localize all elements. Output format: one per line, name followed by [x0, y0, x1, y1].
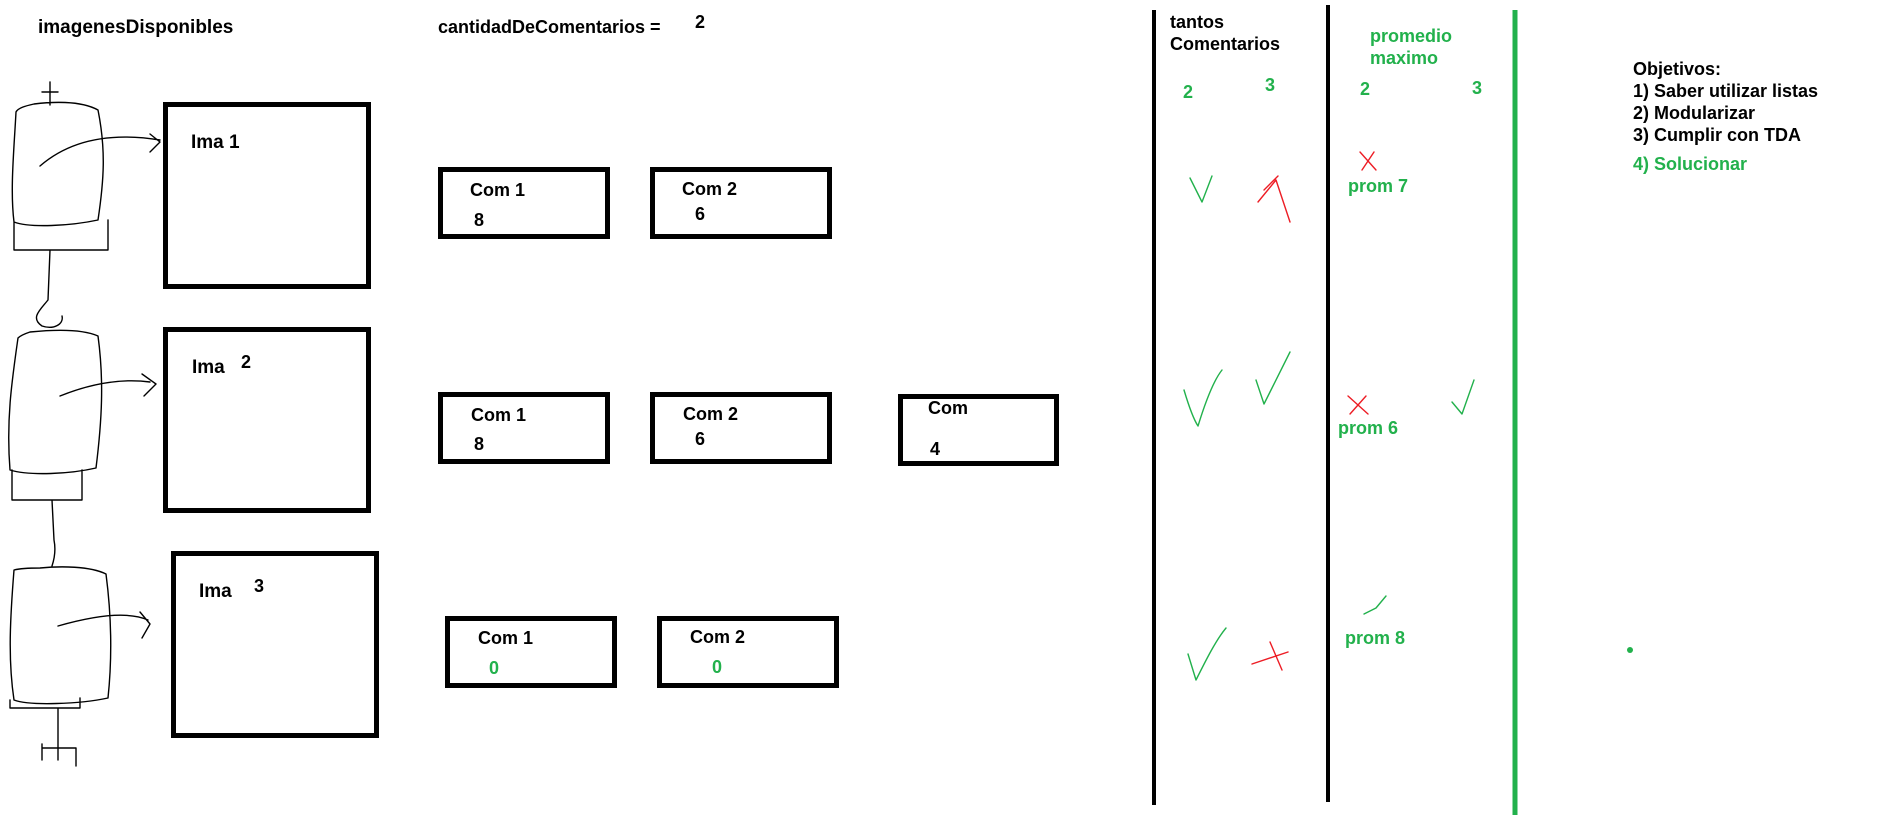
image-label: Ima [199, 581, 232, 602]
comment-label: Com 2 [682, 179, 738, 199]
list-title: imagenesDisponibles [38, 17, 234, 38]
cross-icon [1347, 395, 1369, 415]
objetivo-item: 1) Saber utilizar listas [1633, 81, 1819, 101]
promedio-row: prom 7 [1348, 176, 1409, 196]
image-box-1: Ima 1 [163, 102, 371, 289]
check-icon [1189, 175, 1213, 203]
comment-value: 8 [474, 210, 485, 230]
promedio-col-value: 3 [1472, 78, 1483, 98]
promedio-col-value: 2 [1360, 79, 1371, 99]
check-icon [1187, 627, 1227, 681]
promedio-title-1: promedio [1370, 26, 1453, 46]
comment-label: Com [928, 398, 968, 418]
promedio-row: prom 8 [1345, 628, 1406, 648]
comment-box: Com 1 8 [438, 392, 610, 464]
comment-value: 0 [489, 658, 500, 678]
comment-box: Com 1 8 [438, 167, 610, 239]
comment-value: 6 [695, 429, 706, 449]
node-1-sketch [11, 81, 161, 328]
cross-icon [1251, 641, 1289, 671]
tantos-title-2: Comentarios [1170, 34, 1281, 54]
comment-label: Com 2 [683, 404, 739, 424]
comment-box: Com 4 [898, 394, 1059, 466]
comment-label: Com 1 [471, 405, 527, 425]
image-label: Ima [192, 357, 225, 378]
count-label: cantidadDeComentarios = [438, 17, 661, 37]
image-number: 3 [254, 576, 265, 596]
node-3-sketch [9, 566, 151, 767]
node-2-sketch [8, 329, 157, 567]
comment-box: Com 2 0 [657, 616, 839, 688]
count-value: 2 [695, 12, 706, 32]
comment-label: Com 2 [690, 627, 746, 647]
dot [1627, 647, 1633, 653]
promedio-row: prom 6 [1338, 418, 1399, 438]
comment-label: Com 1 [470, 180, 526, 200]
image-label: Ima 1 [191, 132, 240, 153]
image-number: 2 [241, 352, 252, 372]
objetivo-item: 3) Cumplir con TDA [1633, 125, 1802, 145]
objetivo-item: 4) Solucionar [1633, 154, 1748, 174]
objetivos-title: Objetivos: [1633, 59, 1722, 79]
comment-value: 8 [474, 434, 485, 454]
comment-value: 0 [712, 657, 723, 677]
check-icon [1183, 369, 1223, 427]
check-icon [1363, 595, 1387, 615]
comment-box: Com 2 6 [650, 167, 832, 239]
tantos-col-value: 3 [1265, 75, 1276, 95]
image-box-3: Ima 3 [171, 551, 379, 738]
comment-value: 4 [930, 439, 941, 459]
cross-icon [1257, 175, 1291, 223]
comment-value: 6 [695, 204, 706, 224]
comment-label: Com 1 [478, 628, 534, 648]
image-box-2: Ima 2 [163, 327, 371, 513]
tantos-col-value: 2 [1183, 82, 1194, 102]
promedio-title-2: maximo [1370, 48, 1439, 68]
cross-icon [1359, 151, 1377, 171]
comment-box: Com 1 0 [445, 616, 617, 688]
comment-box: Com 2 6 [650, 392, 832, 464]
tantos-title-1: tantos [1170, 12, 1224, 32]
objetivo-item: 2) Modularizar [1633, 103, 1756, 123]
check-icon [1451, 379, 1475, 415]
check-icon [1255, 351, 1291, 405]
